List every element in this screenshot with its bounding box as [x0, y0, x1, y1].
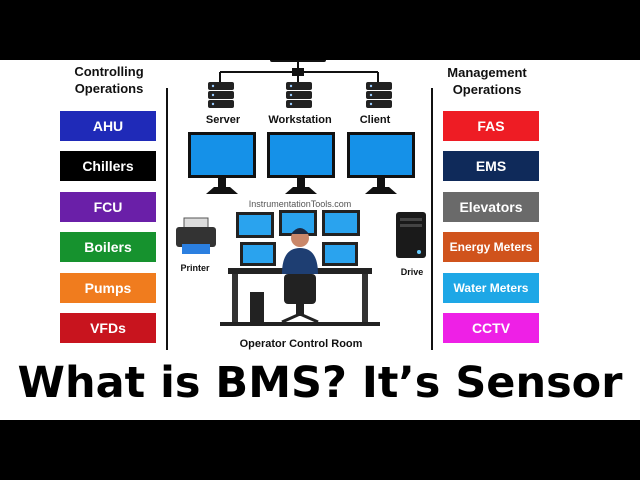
workstation-rack-icon [286, 82, 312, 108]
printer-label: Printer [180, 263, 210, 273]
network-illustration [176, 60, 426, 326]
operator-control-room-label: Operator Control Room [239, 338, 363, 350]
monitor-icon [347, 132, 415, 194]
management-fas-box: FAS [443, 111, 539, 141]
operator-station-icon [220, 210, 380, 326]
left-section-title: Controlling Operations [54, 63, 164, 97]
management-ems-box: EMS [443, 151, 539, 182]
printer-icon [176, 217, 216, 254]
server-label: Server [205, 114, 241, 126]
headline: What is BMS? It’s Sensor [17, 358, 623, 408]
management-elevators-box: Elevators [443, 191, 539, 222]
management-energy-meters-box: Energy Meters [443, 232, 539, 263]
monitor-icon [188, 132, 256, 194]
right-divider [431, 88, 433, 350]
workstation-label: Workstation [268, 114, 332, 126]
controlling-vfds-box: VFDs [60, 313, 156, 343]
right-section-title: Management Operations [432, 64, 542, 98]
client-rack-icon [366, 82, 392, 108]
drive-icon [396, 212, 426, 258]
left-title-line1: Controlling [74, 64, 144, 79]
left-title-line2: Operations [74, 81, 144, 96]
server-rack-icon [208, 82, 234, 108]
controlling-chillers-box: Chillers [60, 151, 156, 182]
controlling-boilers-box: Boilers [60, 232, 156, 263]
right-title-line2: Operations [452, 82, 522, 97]
management-water-meters-box: Water Meters [443, 272, 539, 303]
client-label: Client [359, 114, 391, 126]
controlling-fcu-box: FCU [60, 191, 156, 222]
controlling-ahu-box: AHU [60, 111, 156, 141]
drive-label: Drive [400, 267, 424, 277]
monitor-icon [267, 132, 335, 194]
management-cctv-box: CCTV [443, 313, 539, 343]
watermark-text: InstrumentationTools.com [248, 199, 352, 209]
controlling-pumps-box: Pumps [60, 272, 156, 303]
left-divider [166, 88, 168, 350]
right-title-line1: Management [447, 65, 527, 80]
